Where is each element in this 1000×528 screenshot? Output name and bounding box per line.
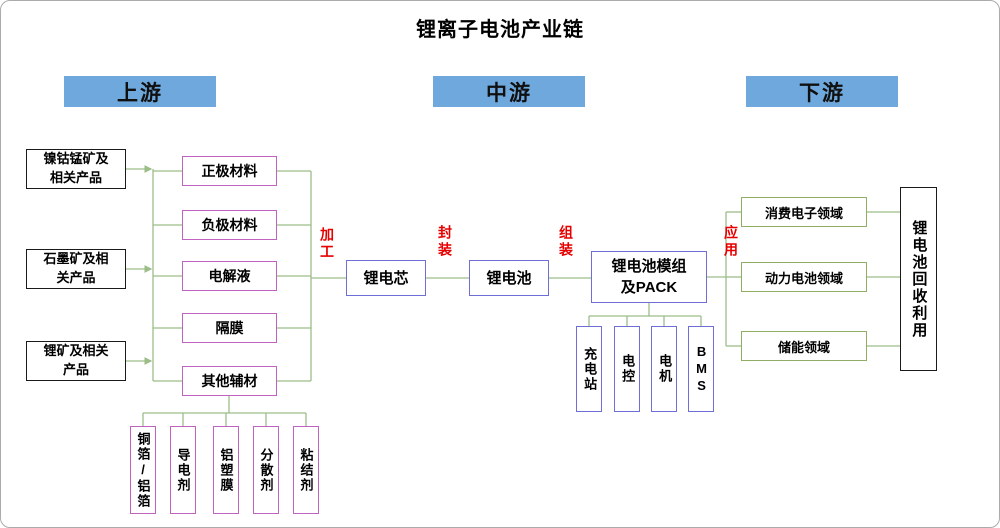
node-charging-station: 充电站	[576, 326, 602, 412]
page-title: 锂离子电池产业链	[416, 19, 584, 41]
node-battery-recycling: 锂电池回收利用	[900, 187, 937, 371]
node-energy-storage: 储能领域	[741, 331, 867, 361]
node-dispersant: 分散剂	[253, 426, 279, 514]
node-battery: 锂电池	[469, 260, 549, 296]
process-label-processing: 加工	[319, 227, 335, 261]
node-consumer-electronics: 消费电子领域	[741, 197, 867, 227]
node-lithium-ore: 锂矿及相关 产品	[26, 341, 126, 381]
node-power-battery: 动力电池领域	[741, 262, 867, 292]
node-binder: 粘结剂	[293, 426, 319, 514]
node-separator: 隔膜	[182, 313, 277, 343]
node-anode-material: 负极材料	[182, 210, 277, 240]
node-aluminum-plastic-film: 铝塑膜	[213, 426, 239, 514]
header-midstream: 中游	[433, 76, 585, 107]
node-battery-cell: 锂电芯	[346, 260, 426, 296]
node-graphite-ore: 石墨矿及相 关产品	[26, 249, 126, 289]
node-motor: 电机	[651, 326, 677, 412]
node-motor-control: 电控	[614, 326, 640, 412]
node-copper-aluminum-foil: 铜箔/铝箔	[130, 426, 156, 514]
node-cathode-material: 正极材料	[182, 156, 277, 186]
node-battery-module-pack: 锂电池模组 及PACK	[591, 251, 707, 303]
node-nickel-cobalt-manganese-ore: 镍钴锰矿及 相关产品	[26, 149, 126, 189]
node-other-auxiliary-materials: 其他辅材	[182, 366, 277, 396]
process-label-packaging: 封装	[437, 225, 453, 259]
node-conductive-agent: 导电剂	[170, 426, 196, 514]
process-label-application: 应用	[723, 225, 739, 259]
node-bms: BMS	[688, 326, 714, 412]
header-downstream: 下游	[746, 76, 898, 107]
process-label-assembly: 组装	[558, 225, 574, 259]
header-upstream: 上游	[64, 76, 216, 107]
node-electrolyte: 电解液	[182, 261, 277, 291]
